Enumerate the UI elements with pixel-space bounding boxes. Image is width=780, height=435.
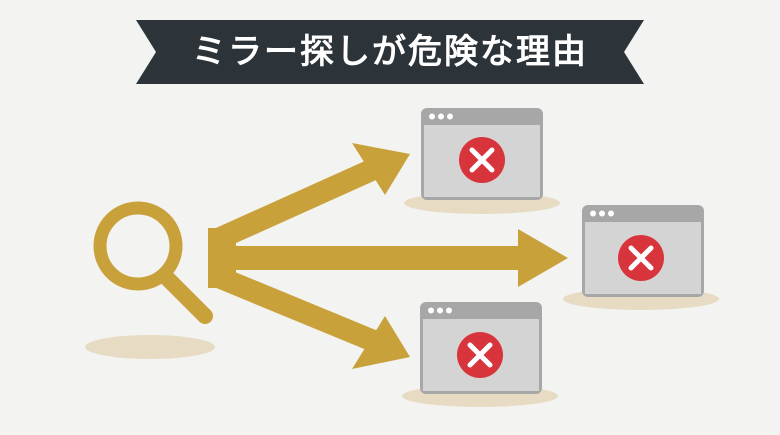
arrow-to-bottom-window [211,265,410,369]
arrow-to-top-window [211,143,410,251]
title-banner: ミラー探しが危険な理由 [136,20,644,84]
arrow-origin [208,228,236,288]
error-x-icon [459,137,505,183]
banner-shape [136,20,644,84]
page-title: ミラー探しが危険な理由 [192,32,588,72]
arrow-to-middle-window [214,229,568,287]
browser-window-top [404,108,560,214]
browser-window-bottom [402,302,558,407]
magnifier-icon [85,201,215,359]
error-x-icon [618,235,664,281]
browser-window-middle [563,205,719,310]
error-x-icon [457,332,503,378]
